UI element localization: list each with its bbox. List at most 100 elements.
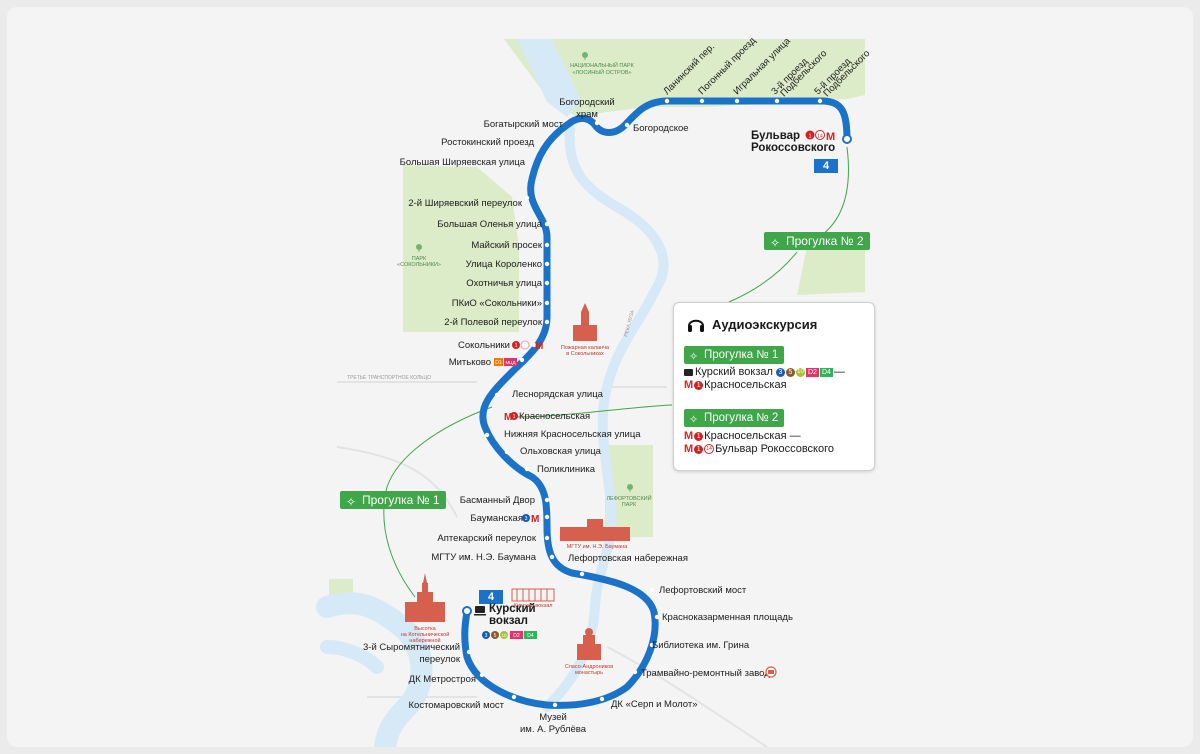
- park-label-lefortovo: ПАРК: [622, 502, 637, 508]
- stop-label: Охотничья улица: [466, 278, 542, 289]
- svg-text:1: 1: [808, 134, 811, 140]
- kursky-station-icon: [511, 588, 555, 602]
- stop-label: Ольховская улица: [520, 446, 602, 457]
- stop-label: Лефортовская набережная: [568, 553, 688, 564]
- route-number-badge-north: 4: [814, 159, 838, 173]
- stop-label: Красносельская: [519, 411, 590, 422]
- legend-walk-2-tag[interactable]: ✧Прогулка № 2: [684, 409, 785, 427]
- park-label-losiny: НАЦИОНАЛЬНЫЙ ПАРК: [570, 61, 635, 69]
- mcd-badge: D1 МЦД: [494, 358, 517, 366]
- stop-label: МГТУ им. Н.Э. Баумана: [431, 552, 536, 563]
- river-yauza: [316, 124, 669, 747]
- svg-text:1: 1: [513, 414, 516, 420]
- stop-label: Трамвайно-ремонтный завод: [641, 668, 770, 679]
- metro-badge-rokossovsky: 1 14 М: [805, 130, 835, 143]
- svg-text:14: 14: [817, 134, 823, 140]
- river-upper: [517, 39, 582, 117]
- monastery-icon: [577, 628, 601, 660]
- park-sokolniki: [403, 165, 519, 332]
- landmark-label: в Сокольниках: [566, 351, 604, 357]
- headphones-icon: [688, 319, 704, 332]
- terminal-north-marker[interactable]: [842, 134, 852, 144]
- landmark-label: Курский вокзал: [514, 602, 553, 609]
- landmark-label: на Котельнической: [401, 631, 450, 638]
- map-card: ТРЕТЬЕ ТРАНСПОРТНОЕ КОЛЬЦО РЕКА ЯУЗА: [7, 7, 1193, 747]
- legend-title: Аудиоэкскурсия: [712, 317, 818, 332]
- stop-label: ПКиО «Сокольники»: [452, 298, 542, 309]
- landmark-label: МГТУ им. Н.Э. Баумана: [567, 544, 629, 550]
- stop-label: Сокольники: [458, 340, 510, 351]
- svg-text:МЦД: МЦД: [505, 360, 515, 365]
- sparkle-icon: ✧: [346, 495, 357, 509]
- train-icon: [684, 368, 693, 376]
- tree-icon: [416, 52, 633, 492]
- landmark-label: набережной: [409, 637, 440, 644]
- svg-text:М: М: [504, 412, 512, 423]
- stop-label: переулок: [419, 654, 460, 665]
- train-icon: [474, 606, 486, 616]
- svg-text:5: 5: [494, 633, 497, 639]
- walk-lines: [383, 146, 850, 598]
- metro-badge-krasnoselskaya: М 1: [504, 412, 518, 423]
- legend-walk-1-tag[interactable]: ✧Прогулка № 1: [684, 346, 785, 364]
- park-east: [797, 237, 865, 295]
- svg-text:10: 10: [501, 633, 507, 638]
- park-label-sokolniki: «СОКОЛЬНИКИ»: [397, 262, 441, 268]
- sparkle-icon: ✧: [689, 414, 699, 426]
- park-label-losiny: «ЛОСИНЫЙ ОСТРОВ»: [572, 68, 631, 76]
- fire-tower-icon: [573, 303, 597, 341]
- park-lefortovo: [605, 445, 653, 537]
- walk-2-tag[interactable]: ✧Прогулка № 2: [764, 232, 870, 250]
- stop-label: Большая Ширяевская улица: [400, 157, 526, 168]
- stop-label: Костомаровский мост: [409, 700, 505, 711]
- stop-label: Бауманская: [470, 513, 523, 524]
- stop-label: Богородское: [633, 123, 689, 134]
- sparkle-icon: ✧: [770, 236, 781, 250]
- svg-text:1: 1: [515, 343, 518, 349]
- svg-text:3: 3: [485, 633, 488, 639]
- park-label-sokolniki: ПАРК: [412, 256, 427, 262]
- kotelnicheskaya-tower-icon: [405, 573, 445, 622]
- stop-label: 2-й Ширяевский переулок: [408, 198, 522, 209]
- terminal-south-marker[interactable]: [462, 606, 472, 616]
- stop-label: Митьково: [449, 357, 491, 368]
- stop-label: Аптекарский переулок: [437, 533, 536, 544]
- stop-label: ДК Метростроя: [409, 674, 476, 685]
- svg-text:3: 3: [525, 516, 528, 522]
- stop-label: Богородский: [559, 97, 614, 108]
- landmark-label: монастырь: [575, 670, 603, 676]
- audio-tour-legend: Аудиоэкскурсия ✧Прогулка № 1 Курский вок…: [673, 302, 875, 471]
- stop-label: Леснорядская улица: [512, 389, 604, 400]
- stop-label: Поликлиника: [537, 464, 596, 475]
- svg-text:М: М: [826, 131, 835, 143]
- landmark-label: Высотка: [414, 626, 436, 632]
- route-map[interactable]: ТРЕТЬЕ ТРАНСПОРТНОЕ КОЛЬЦО РЕКА ЯУЗА: [7, 7, 1193, 747]
- stop-labels: Богатырский мост Ростокинский проезд Бол…: [363, 97, 793, 735]
- svg-text:D1: D1: [495, 360, 502, 366]
- sparkle-icon: ✧: [689, 351, 699, 363]
- stop-label: Майский просек: [471, 240, 543, 251]
- landmark-label: Пожарная каланча: [561, 345, 610, 351]
- landmark-label: Спасо-Андроников: [565, 664, 613, 670]
- svg-text:М: М: [535, 341, 543, 352]
- svg-text:D4: D4: [527, 633, 534, 639]
- bmstu-building-icon: [560, 519, 630, 541]
- stop-label: Ростокинский проезд: [441, 137, 534, 148]
- stop-label: Нижняя Красносельская улица: [504, 429, 641, 440]
- stop-label: Красноказарменная площадь: [662, 612, 793, 623]
- svg-text:М: М: [531, 514, 539, 525]
- road-network: [336, 381, 768, 747]
- stop-label: 3-й Сыромятнический: [363, 642, 460, 653]
- metro-badge: 1 М: [512, 340, 543, 352]
- stop-label: 2-й Полевой переулок: [444, 317, 543, 328]
- walk-1-tag[interactable]: ✧Прогулка № 1: [340, 491, 446, 509]
- bus-route-4[interactable]: [461, 97, 851, 709]
- stop-label: Большая Оленья улица: [437, 219, 542, 230]
- svg-text:D2: D2: [513, 633, 520, 639]
